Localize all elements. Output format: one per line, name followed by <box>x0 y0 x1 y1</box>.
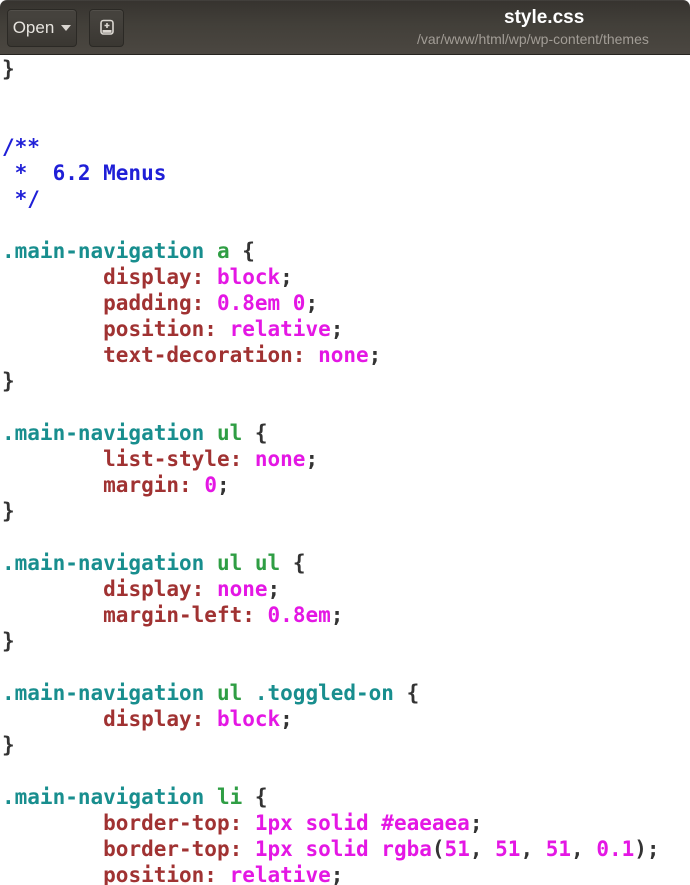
code-line <box>2 758 690 784</box>
code-line: margin-left: 0.8em; <box>103 603 344 627</box>
open-button-label: Open <box>12 18 55 37</box>
code-line: } <box>2 733 15 757</box>
code-line: } <box>2 369 15 393</box>
code-line: border-top: 1px solid #eaeaea; <box>103 811 483 835</box>
code-line: .main-navigation a { <box>2 239 255 263</box>
code-line: } <box>2 629 15 653</box>
code-line: .main-navigation ul .toggled-on { <box>2 681 420 705</box>
code-line: list-style: none; <box>103 447 319 471</box>
headerbar: Open style.css /var/www/html/wp/wp-conte… <box>0 0 690 55</box>
code-area[interactable]: }/** * 6.2 Menus */.main-navigation a { … <box>0 55 690 885</box>
new-document-button[interactable] <box>89 9 124 47</box>
code-line: * 6.2 Menus <box>2 161 167 185</box>
code-line: position: relative; <box>103 317 344 341</box>
code-line <box>2 394 690 420</box>
code-line: */ <box>2 187 40 211</box>
code-line: padding: 0.8em 0; <box>103 291 319 315</box>
code-line <box>2 654 690 680</box>
code-line: margin: 0; <box>103 473 230 497</box>
code-line <box>2 108 690 134</box>
code-line: text-decoration: none; <box>103 343 382 367</box>
code-line: } <box>2 499 15 523</box>
code-line: position: relative; <box>103 863 344 885</box>
code-line: display: none; <box>103 577 281 601</box>
code-line: .main-navigation li { <box>2 785 268 809</box>
new-document-icon <box>99 19 114 35</box>
code-line: /** <box>2 135 40 159</box>
document-path: /var/www/html/wp/wp-content/themes <box>417 31 649 47</box>
code-line <box>2 212 690 238</box>
code-line: .main-navigation ul ul { <box>2 551 306 575</box>
code-line: } <box>2 57 15 81</box>
code-line: .main-navigation ul { <box>2 421 268 445</box>
code-line: display: block; <box>103 265 293 289</box>
code-line <box>2 524 690 550</box>
code-line <box>2 82 690 108</box>
open-button[interactable]: Open <box>7 9 77 47</box>
code-line: display: block; <box>103 707 293 731</box>
code-line: border-top: 1px solid rgba(51, 51, 51, 0… <box>103 837 660 861</box>
document-title: style.css <box>504 7 585 28</box>
dropdown-caret-icon <box>61 25 72 31</box>
